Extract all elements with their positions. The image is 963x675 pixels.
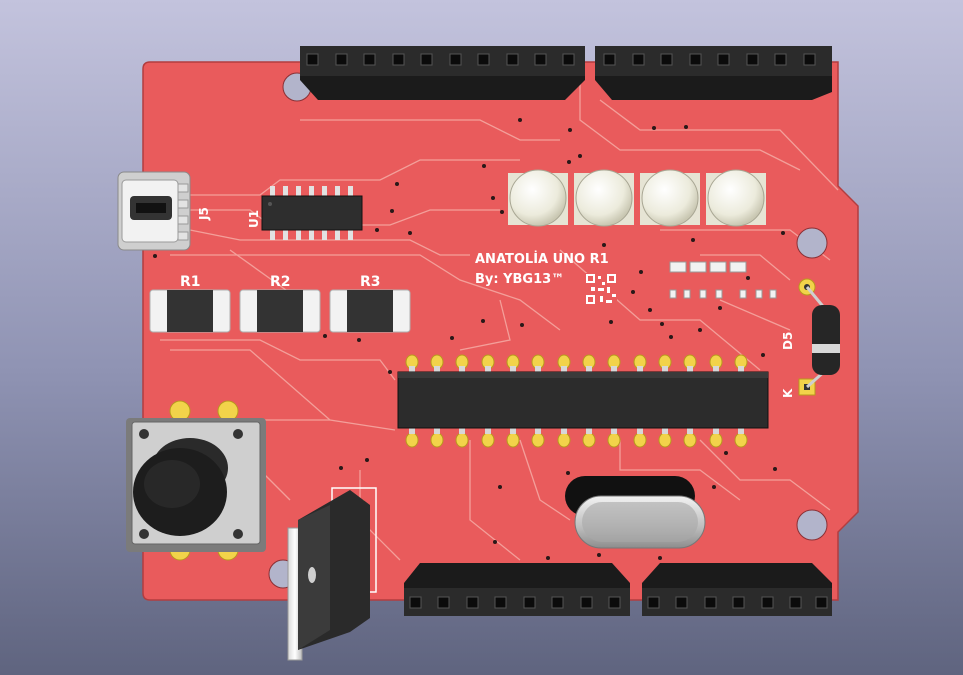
header-bottom-left [404,563,630,616]
u1-soic-chip [261,186,363,240]
header-bottom-right [642,563,832,616]
board-author: By: YBG13™ [475,272,564,287]
qr-code-icon [585,273,617,305]
resistor-r2 [239,289,321,333]
board-title: ANATOLİA UNO R1 [475,251,609,267]
header-top-left [300,46,585,100]
header-top-right [595,46,832,100]
label-r2: R2 [270,274,291,290]
dip28-mcu-icon [397,354,769,448]
resistor-r1 [149,289,231,333]
label-j5: J5 [197,207,211,221]
to220-regulator-icon [287,487,377,661]
vias [153,118,785,560]
smd-passives [669,261,777,299]
diode-d5 [798,278,840,396]
label-r3: R3 [360,274,381,290]
hc49-crystal-icon [565,476,706,549]
tactile-push-button-icon [126,400,266,561]
label-r1: R1 [180,274,201,290]
micro-usb-connector-icon [117,171,191,251]
led-icon [508,169,766,227]
label-u1: U1 [247,210,261,228]
label-diode-k: K [781,388,795,398]
label-d5: D5 [781,332,795,350]
resistor-r3 [329,289,411,333]
